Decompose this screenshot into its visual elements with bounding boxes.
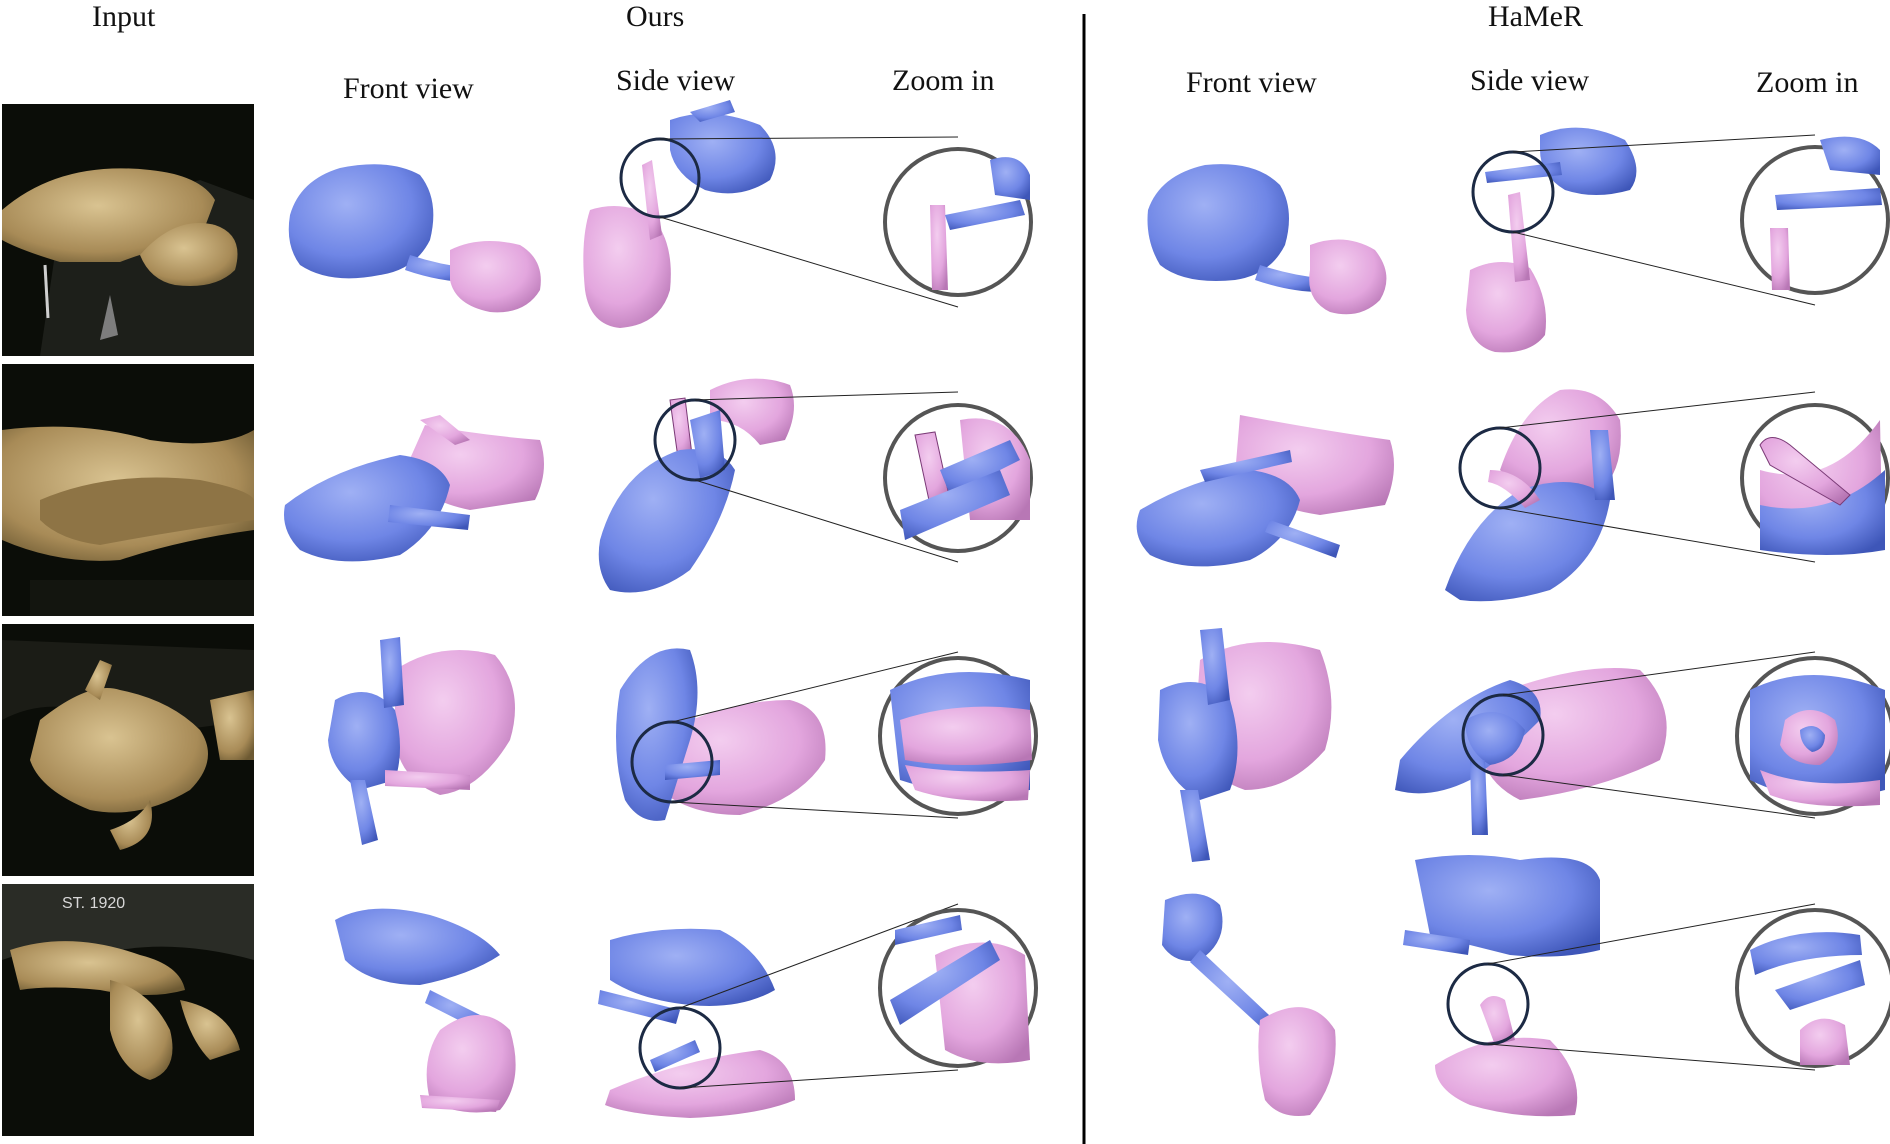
- hamer-front-row-4: [1162, 893, 1336, 1116]
- hamer-side-row-4: [1403, 855, 1600, 1117]
- ours-zoom-row-1: [659, 136, 1033, 308]
- ours-front-row-1: [288, 164, 541, 313]
- subheader-hamer-zoom: Zoom in: [1756, 66, 1859, 99]
- hamer-front-row-2: [1136, 415, 1394, 567]
- ours-side-row-1: [583, 100, 776, 328]
- hamer-side-row-3: [1395, 668, 1667, 835]
- subheader-ours-side: Side view: [616, 64, 736, 97]
- header-ours: Ours: [626, 0, 685, 33]
- subheader-ours-front: Front view: [343, 72, 474, 105]
- hamer-side-row-2: [1445, 389, 1621, 602]
- hamer-front-row-3: [1158, 628, 1332, 862]
- hamer-zoom-row-4: [1487, 903, 1890, 1071]
- ours-zoom-row-3: [671, 651, 1038, 819]
- input-photo-row-2: [2, 364, 254, 616]
- hamer-side-row-1: [1466, 127, 1637, 353]
- input-photo-row-1: [2, 104, 254, 356]
- ours-front-row-4: [335, 908, 516, 1113]
- header-input: Input: [92, 0, 156, 33]
- subheader-hamer-side: Side view: [1470, 64, 1590, 97]
- ours-side-row-4: [598, 928, 795, 1118]
- header-hamer: HaMeR: [1488, 0, 1583, 33]
- subheader-hamer-front: Front view: [1186, 66, 1317, 99]
- hamer-zoom-row-1: [1512, 134, 1890, 306]
- ours-front-row-3: [328, 637, 515, 845]
- shirt-print-text: ST. 1920: [62, 895, 125, 912]
- hamer-front-row-1: [1147, 164, 1387, 315]
- input-photo-row-3: [2, 624, 254, 876]
- ours-zoom-row-4: [679, 903, 1038, 1089]
- input-photo-row-4: ST. 1920: [2, 884, 254, 1136]
- ours-zoom-row-2: [694, 391, 1033, 563]
- ours-side-row-2: [598, 378, 794, 593]
- ours-side-row-3: [616, 648, 826, 821]
- subheader-ours-zoom: Zoom in: [892, 64, 995, 97]
- hamer-zoom-row-2: [1499, 391, 1890, 563]
- ours-front-row-2: [284, 415, 544, 562]
- hamer-zoom-row-3: [1502, 651, 1890, 819]
